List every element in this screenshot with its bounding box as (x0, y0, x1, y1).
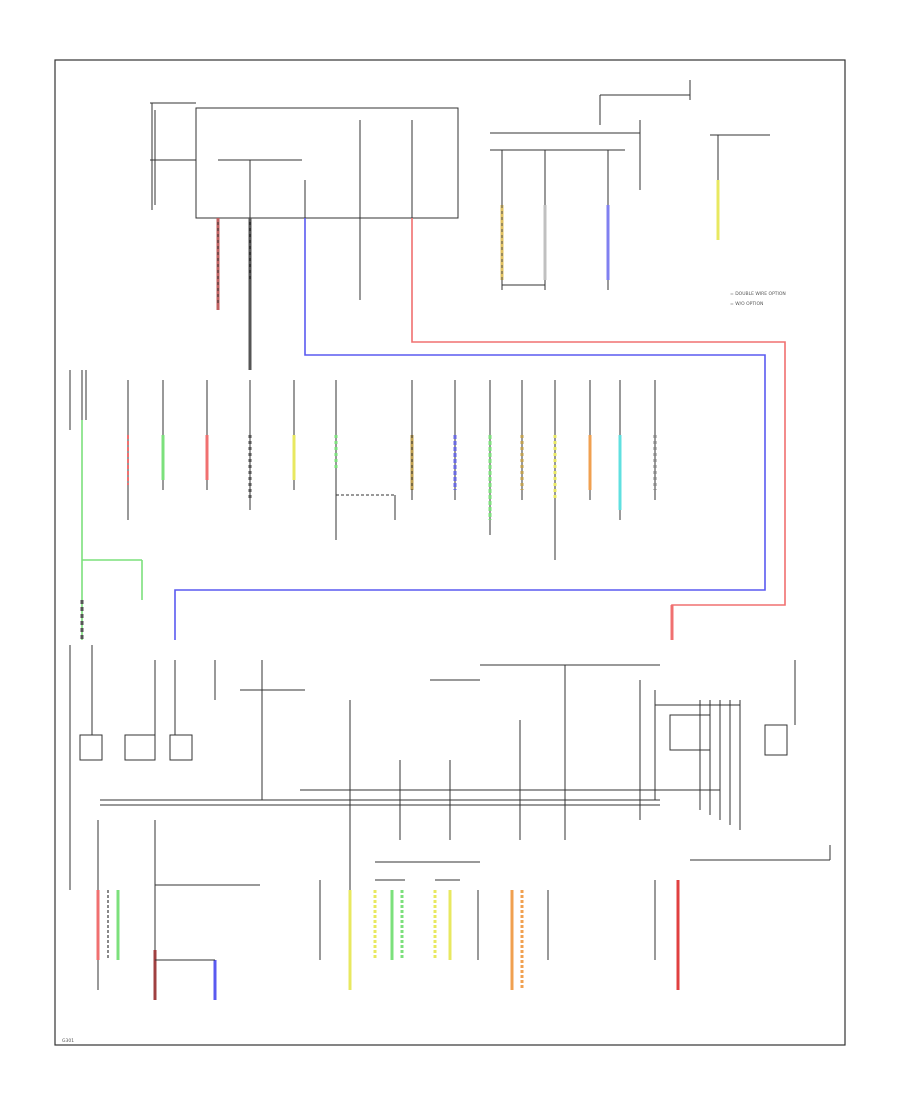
middle-fuse-row (69, 370, 657, 640)
legend-line-2: = W/O OPTION (730, 301, 763, 307)
top-right-fuses (490, 80, 770, 290)
ground-tag: G301 (62, 1038, 74, 1044)
top-fuse-block (150, 102, 459, 219)
diagram-frame (54, 59, 846, 1046)
top-block-outputs (174, 218, 786, 640)
lower-fuse-area (69, 645, 831, 1000)
legend-line-1: = DOUBLE WIRE OPTION (730, 291, 786, 297)
